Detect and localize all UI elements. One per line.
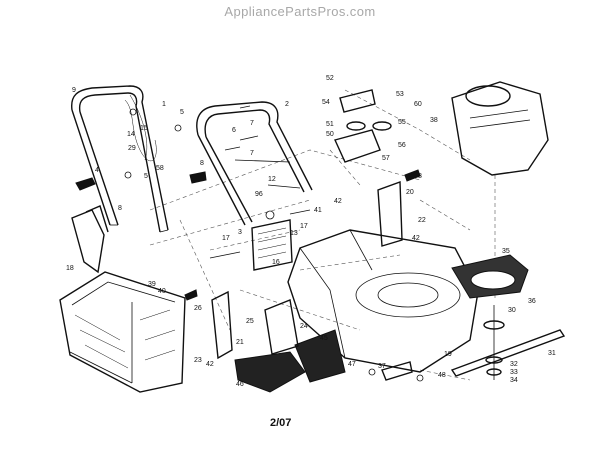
bolts [124,105,311,259]
callout-24: 24 [300,323,308,330]
mulch-plug [451,254,529,299]
callout-23: 23 [194,357,202,364]
callout-53: 53 [396,91,404,98]
callout-20: 20 [406,189,414,196]
rear-door [251,219,293,271]
callout-34: 34 [510,377,518,384]
callout-labels: 1 2 3 4 5 5 6 7 7 8 8 8 9 12 13 14 15 16… [66,75,556,388]
watermark: AppliancePartsPros.com [224,4,376,19]
callout-48: 48 [438,372,446,379]
callout-36: 36 [528,298,536,305]
callout-51: 51 [326,121,334,128]
callout-8: 8 [200,160,204,167]
callout-12: 12 [268,176,276,183]
callout-39: 39 [148,281,156,288]
handle-knobs [75,169,421,301]
callout-41: 41 [314,207,322,214]
blade [450,329,566,377]
callout-96: 96 [255,191,263,198]
callout-29: 29 [128,145,136,152]
date-code: 2/07 [270,417,291,429]
callout-58: 58 [156,165,164,172]
callout-7b: 7 [250,150,254,157]
callout-42c: 42 [206,361,214,368]
callout-1: 1 [162,101,166,108]
callout-9: 9 [72,87,76,94]
callout-32: 32 [510,361,518,368]
front-shields [234,299,346,393]
wheel-height-adjusters [368,361,424,382]
callout-8c: 8 [418,173,422,180]
rear-deflector [71,205,109,274]
callout-52: 52 [326,75,334,82]
callout-54: 54 [322,99,330,106]
callout-25: 25 [246,318,254,325]
callout-35: 35 [502,248,510,255]
grass-bag [59,271,186,393]
callout-6: 6 [232,127,236,134]
callout-37: 37 [378,363,386,370]
callout-16: 16 [272,259,280,266]
callout-42: 42 [334,198,342,205]
callout-45: 45 [320,335,328,342]
callout-56: 56 [398,142,406,149]
callout-15: 15 [140,125,148,132]
assembly-guide-lines [149,89,496,381]
callout-17: 17 [222,235,230,242]
callout-50: 50 [326,131,334,138]
callout-8b: 8 [118,205,122,212]
callout-21: 21 [236,339,244,346]
callout-4: 4 [95,167,99,174]
control-cables [124,94,157,162]
callout-19: 19 [444,351,452,358]
callout-33: 33 [510,369,518,376]
upper-handle [196,101,313,226]
callout-26: 26 [194,305,202,312]
callout-55: 55 [398,119,406,126]
callout-5b: 5 [144,173,148,180]
callout-17b: 17 [300,223,308,230]
callout-14: 14 [127,131,135,138]
callout-7: 7 [250,120,254,127]
callout-30: 30 [508,307,516,314]
callout-46: 46 [236,381,244,388]
callout-18: 18 [66,265,74,272]
callout-13: 13 [290,230,298,237]
callout-3: 3 [238,229,242,236]
callout-60: 60 [414,101,422,108]
callout-38: 38 [430,117,438,124]
control-bracket [334,89,403,247]
callout-2: 2 [285,101,289,108]
blade-adapter [483,305,505,380]
engine [451,81,549,176]
callout-5: 5 [180,109,184,116]
callout-22: 22 [418,217,426,224]
bag-bracket [211,290,233,360]
callout-47: 47 [348,361,356,368]
callout-40: 40 [158,288,166,295]
callout-57: 57 [382,155,390,162]
callout-31: 31 [548,350,556,357]
lower-handle [71,85,169,233]
callout-42b: 42 [412,235,420,242]
